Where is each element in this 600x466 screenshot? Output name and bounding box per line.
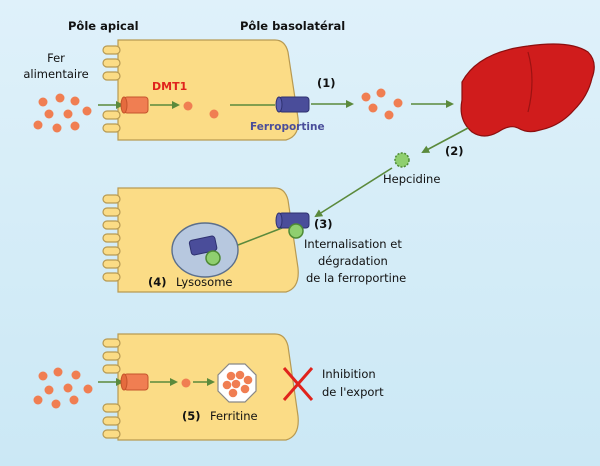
liver-lobe-line	[527, 51, 533, 113]
iron-dot-cytoplasm-2	[209, 109, 219, 119]
inhibition-line1: Inhibition	[322, 367, 376, 381]
iron-dots-lumen-1	[33, 93, 92, 133]
lysosome-label: Lysosome	[176, 275, 233, 289]
internalisation-line1: Internalisation et	[304, 237, 402, 251]
inhibition-line2: de l'export	[322, 385, 384, 399]
ferritin-complex	[217, 363, 257, 403]
step-5-label: (5)	[182, 409, 201, 423]
arrow-membrane-to-lysosome	[237, 227, 283, 246]
internalised-ferroportin	[188, 235, 218, 256]
internalisation-line2: dégradation	[318, 254, 388, 268]
step-3-label: (3)	[314, 217, 333, 231]
enterocyte-3	[102, 333, 299, 441]
enterocyte-1	[102, 39, 299, 141]
dietary-iron-label-line2: alimentaire	[23, 67, 88, 81]
ferroportin-label: Ferroportine	[250, 121, 325, 133]
apical-pole-header: Pôle apical	[68, 19, 139, 33]
hepcidin-label: Hepcidine	[383, 172, 440, 186]
step-4-label: (4)	[148, 275, 167, 289]
internalisation-line3: de la ferroportine	[306, 271, 406, 285]
step-1-label: (1)	[317, 76, 336, 90]
membrane-ferroportin-bound	[275, 212, 310, 229]
step-2-label: (2)	[445, 144, 464, 158]
dietary-iron-label-line1: Fer	[47, 51, 65, 65]
arrow-liver-to-hepcidin	[421, 127, 469, 153]
hepcidin-molecule	[394, 152, 410, 168]
arrow-hepcidin-to-ferroportin	[314, 167, 393, 218]
dmt1-transporter	[120, 96, 149, 114]
iron-dot-cytoplasm-1	[183, 101, 193, 111]
iron-dots-lumen-3	[33, 367, 93, 409]
ferroportin-transporter	[275, 96, 310, 113]
dmt1-transporter-3	[120, 373, 149, 391]
hepcidin-bound	[288, 223, 304, 239]
iron-dot-cytoplasm-3	[181, 378, 191, 388]
hepcidin-in-lysosome	[205, 250, 221, 266]
inhibition-cross-icon	[282, 367, 314, 401]
basolateral-pole-header: Pôle basolatéral	[240, 19, 345, 33]
iron-dots-blood	[361, 88, 403, 120]
ferritin-label: Ferritine	[210, 409, 258, 423]
liver-illustration	[460, 43, 595, 137]
dmt1-label: DMT1	[152, 80, 187, 93]
